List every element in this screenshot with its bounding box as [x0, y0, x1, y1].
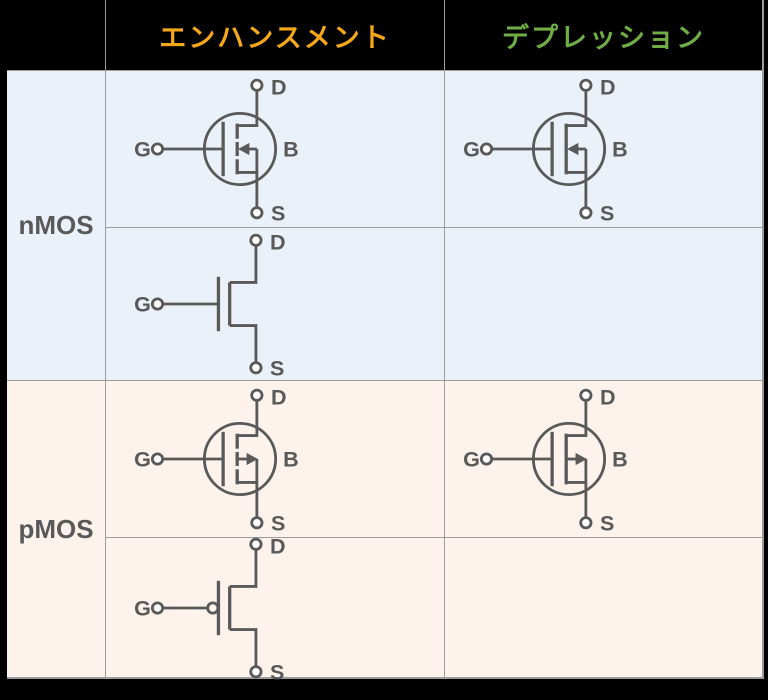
source-label: S: [271, 510, 285, 534]
gate-terminal: [479, 452, 493, 466]
drain-label: D: [599, 385, 615, 410]
body-arrow-left: [566, 142, 578, 156]
drain-terminal: [578, 78, 592, 92]
source-terminal: [578, 516, 592, 530]
drain-label: D: [599, 75, 615, 100]
gate-terminal: [479, 142, 493, 156]
gate-terminal: [150, 600, 165, 615]
pmos-depletion-circled-symbol: G D S B: [463, 385, 628, 534]
body-arrow-right: [246, 452, 258, 466]
gate-label: G: [134, 292, 151, 317]
gate-terminal: [150, 452, 165, 466]
pmos-depletion-circled-cell: G D S B: [445, 381, 762, 537]
header-depletion-cell: デプレッション: [445, 0, 762, 70]
bulk-label: B: [612, 137, 628, 162]
drain-terminal: [249, 233, 263, 247]
gate-terminal: [150, 142, 165, 156]
nmos-simplified-symbol: G D S: [134, 230, 286, 379]
nmos-depletion-empty-cell: [445, 228, 762, 380]
header-enhancement-cell: エンハンスメント: [106, 0, 444, 70]
gate-label: G: [463, 447, 480, 472]
pmos-simplified-cell: G D S: [106, 533, 444, 683]
header-depletion-label: デプレッション: [502, 22, 705, 53]
drain-label: D: [271, 385, 287, 410]
drain-label: D: [271, 75, 287, 100]
pmos-enhancement-circled-cell: G D S B: [106, 381, 444, 537]
drain-terminal: [249, 537, 263, 551]
nmos-enhancement-circled-symbol: G D S B: [134, 75, 299, 224]
nmos-enhancement-circled-cell: G D S B: [106, 71, 444, 227]
source-terminal: [250, 206, 264, 220]
source-terminal: [578, 206, 592, 220]
row-label-pmos-cell: pMOS: [7, 381, 105, 677]
source-terminal: [249, 664, 263, 678]
gate-label: G: [134, 447, 151, 472]
drain-label: D: [270, 533, 286, 558]
body-arrow-left: [238, 142, 250, 156]
gate-label: G: [463, 137, 480, 162]
nmos-depletion-circled-symbol: G D S B: [463, 75, 628, 224]
bulk-label: B: [612, 447, 628, 472]
bulk-label: B: [283, 447, 299, 472]
gate-label: G: [134, 137, 151, 162]
pmos-depletion-empty-cell: [445, 538, 762, 677]
drain-terminal: [250, 388, 264, 402]
nmos-simplified-cell: G D S: [106, 228, 444, 380]
header-corner-cell: [7, 0, 105, 70]
pmos-simplified-symbol: G D S: [134, 533, 286, 683]
source-terminal: [250, 516, 264, 530]
bulk-label: B: [283, 137, 299, 162]
row-label-pmos: pMOS: [18, 513, 94, 544]
source-label: S: [270, 659, 284, 683]
row-label-nmos: nMOS: [18, 210, 94, 240]
nmos-depletion-circled-cell: G D S B: [445, 71, 762, 227]
header-enhancement-label: エンハンスメント: [159, 22, 391, 53]
source-label: S: [599, 510, 613, 534]
source-label: S: [270, 355, 284, 379]
row-label-nmos-cell: nMOS: [7, 71, 105, 380]
gate-terminal: [150, 297, 165, 311]
source-label: S: [599, 200, 613, 224]
gate-bubble: [206, 600, 220, 615]
drain-label: D: [270, 230, 286, 255]
pmos-enhancement-circled-symbol: G D S B: [134, 385, 299, 534]
drain-terminal: [250, 78, 264, 92]
source-terminal: [249, 361, 263, 375]
gate-label: G: [134, 595, 151, 620]
drain-terminal: [578, 388, 592, 402]
source-label: S: [271, 200, 285, 224]
body-arrow-right: [575, 452, 587, 466]
